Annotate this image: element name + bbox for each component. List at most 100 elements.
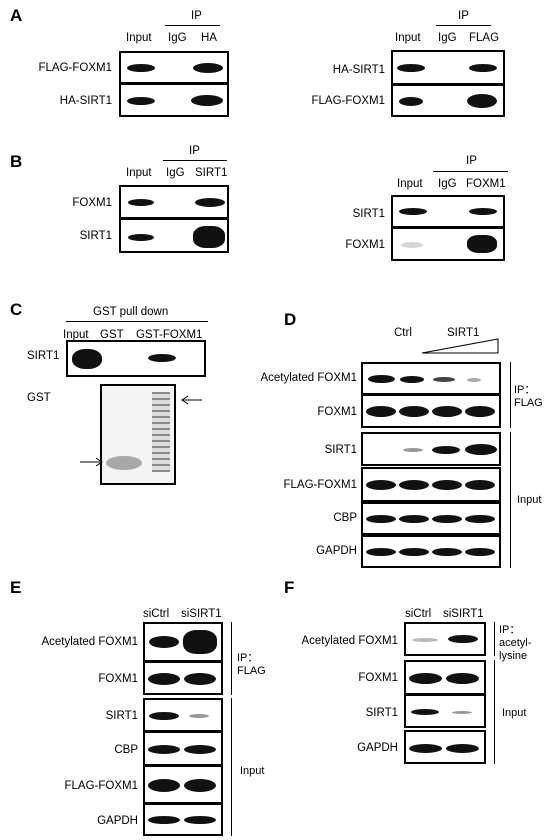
f-row-acetylated-foxm1: Acetylated FOXM1 [301,635,398,647]
b-right-blot-foxm1 [391,227,505,261]
left-arrow-icon [181,395,189,405]
band [446,673,479,684]
f-ip-bracket [494,622,495,656]
right-arrow-icon [95,457,103,467]
b-right-row-sirt1: SIRT1 [352,208,385,220]
band [399,97,423,106]
band [432,548,462,556]
band [452,711,472,714]
b-right-row-foxm1: FOXM1 [345,239,385,251]
band [184,816,216,824]
d-blot-cbp [361,502,501,535]
a-right-lane-input: Input [395,32,421,44]
a-left-row-ha-sirt1: HA-SIRT1 [59,95,112,107]
d-blot-flag-foxm1 [361,467,501,502]
c-row-sirt1: SIRT1 [27,350,60,362]
d-gradient-wedge [421,338,499,354]
b-left-blot-foxm1 [119,185,229,219]
a-left-lane-ha: HA [201,32,217,44]
band [366,406,396,417]
f-row-sirt1: SIRT1 [365,707,398,719]
d-lane-sirt1: SIRT1 [447,327,480,339]
f-lane-sisirt1: siSIRT1 [443,608,484,620]
band [465,444,497,455]
d-input-label: Input [517,494,542,506]
f-lane-sictrl: siCtrl [405,608,432,620]
b-left-lane-igg: IgG [166,167,185,179]
band [446,744,479,753]
band [399,548,429,556]
band [433,377,455,382]
band [448,635,478,643]
b-left-row-foxm1: FOXM1 [72,197,112,209]
c-lane-gst: GST [100,329,124,341]
e-row-foxm1: FOXM1 [98,673,138,685]
band [128,199,154,206]
d-blot-acetylated-foxm1 [361,362,501,395]
e-blot-gapdh [143,803,223,836]
band [399,208,427,215]
band [183,630,217,654]
band [411,709,439,715]
gel-ladder [152,392,170,472]
band [397,64,425,72]
band [465,548,495,556]
band [409,744,442,753]
c-title-bracket [66,321,208,322]
e-input-label: Input [240,765,265,777]
band [401,242,423,248]
a-right-blot-ha-sirt1 [391,50,505,85]
band [191,95,223,106]
d-row-gapdh: GAPDH [316,545,357,557]
e-row-sirt1: SIRT1 [105,710,138,722]
f-blot-acetylated-foxm1 [404,622,486,656]
band [127,97,155,105]
d-row-flag-foxm1: FLAG-FOXM1 [283,479,357,491]
e-ip-label: IP： FLAG [237,652,266,677]
band [403,448,423,452]
a-right-row-ha-sirt1: HA-SIRT1 [332,64,385,76]
c-gel-gst [100,384,176,485]
d-ip-label: IP： FLAG [514,384,543,409]
band [469,208,497,215]
a-left-blot-flag-foxm1 [119,51,229,84]
band [184,779,216,792]
a-left-row-flag-foxm1: FLAG-FOXM1 [38,62,112,74]
gst-band [106,456,142,470]
e-row-flag-foxm1: FLAG-FOXM1 [64,780,138,792]
band [148,354,176,362]
f-row-gapdh: GAPDH [357,742,398,754]
d-ip-bracket [510,362,511,428]
b-right-ip-label: IP [466,155,477,167]
a-left-blot-ha-sirt1 [119,83,229,117]
a-left-lane-input: Input [126,32,152,44]
f-blot-foxm1 [404,660,486,695]
f-input-label: Input [502,707,527,719]
band [432,446,460,454]
b-right-lane-foxm1: FOXM1 [466,178,506,190]
b-left-lane-sirt1: SIRT1 [195,167,228,179]
e-lane-sisirt1: siSIRT1 [181,608,222,620]
band [193,63,223,73]
e-blot-foxm1 [143,661,223,695]
e-blot-cbp [143,731,223,766]
b-left-lane-input: Input [126,167,152,179]
band [127,64,155,72]
e-blot-sirt1 [143,698,223,732]
band [400,376,424,383]
band [469,64,497,72]
a-right-row-flag-foxm1: FLAG-FOXM1 [311,95,385,107]
b-left-ip-bracket [163,160,227,161]
band [432,480,462,490]
a-right-lane-flag: FLAG [469,32,500,44]
panel-label-f: F [284,578,295,597]
d-input-bracket [510,432,511,568]
c-row-gst: GST [27,392,51,404]
f-input-bracket [494,660,495,764]
band [399,480,429,490]
f-row-foxm1: FOXM1 [358,672,398,684]
band [148,779,180,792]
band [366,515,396,523]
band [149,712,179,720]
a-left-lane-igg: IgG [168,32,187,44]
